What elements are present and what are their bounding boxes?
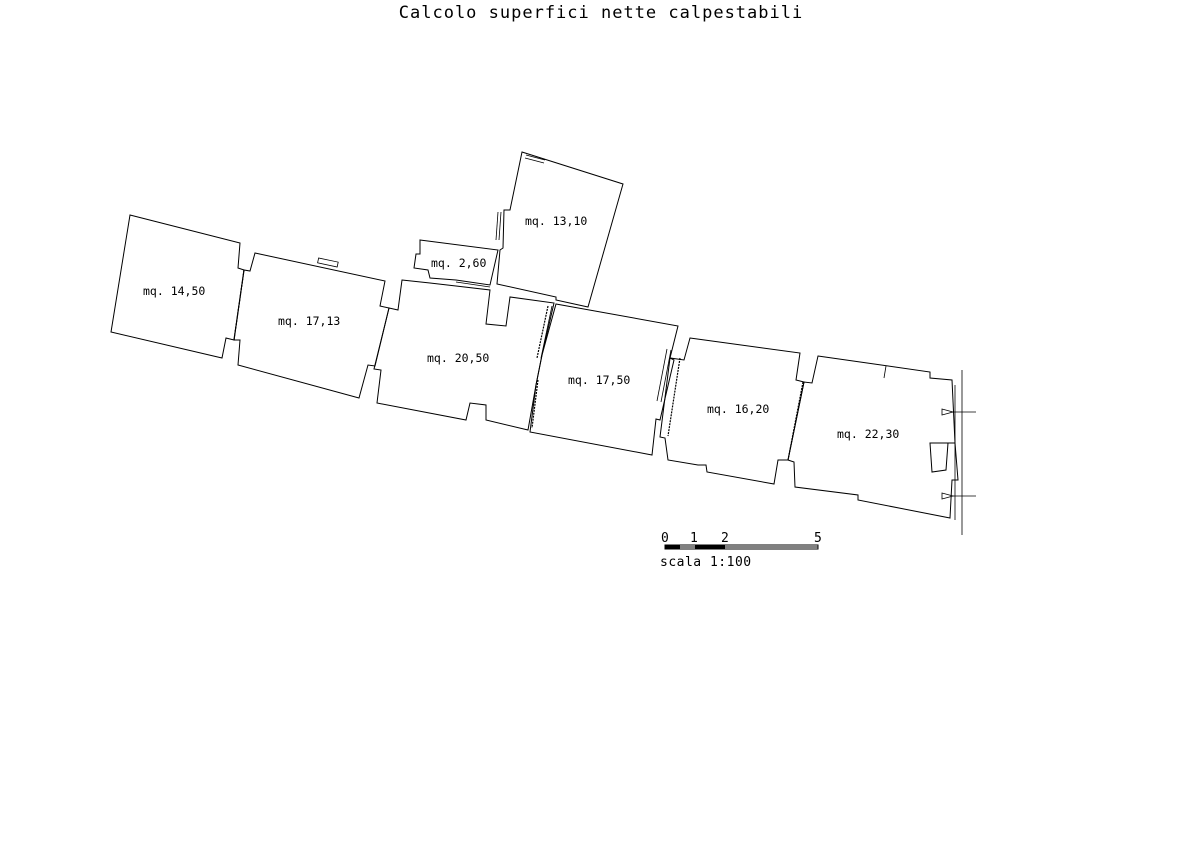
scale-tick-1: 1 <box>690 531 698 546</box>
room-6-window-right-inner <box>656 348 668 402</box>
room-8-area-label: mq. 22,30 <box>837 427 899 441</box>
room-3-outline <box>413 239 499 286</box>
scale-label: scala 1:100 <box>660 555 752 570</box>
room-8 <box>787 355 963 535</box>
scale-tick-5: 5 <box>814 531 822 546</box>
room-5 <box>373 279 555 431</box>
room-7-outline <box>659 337 805 485</box>
room-5-window-top <box>455 281 491 288</box>
room-7-door-left <box>667 357 681 437</box>
scale-tick-0: 0 <box>661 531 669 546</box>
room-4-window-top <box>525 154 546 161</box>
room-5-area-label: mq. 20,50 <box>427 351 489 365</box>
room-6-area-label: mq. 17,50 <box>568 373 630 387</box>
room-4 <box>495 151 624 308</box>
room-2 <box>233 252 390 399</box>
room-2-outline <box>233 252 390 399</box>
room-5-outline <box>373 279 555 431</box>
plan-title: Calcolo superfici nette calpestabili <box>399 3 803 23</box>
room-5-door-jamb <box>540 305 553 359</box>
room-3-area-label: mq. 2,60 <box>431 256 486 270</box>
room-4-window-top-inner <box>524 157 545 164</box>
room-6-door <box>531 379 539 429</box>
room-2-area-label: mq. 17,13 <box>278 314 340 328</box>
room-6-window-right <box>660 349 672 403</box>
entrance-arrow-top <box>941 408 976 416</box>
room-4-window-left <box>495 211 499 241</box>
scale-bar-seg-1 <box>695 545 725 549</box>
scale-bar: 0 1 2 5 scala 1:100 <box>660 531 822 570</box>
room-6 <box>529 303 679 456</box>
room-8-partition <box>883 365 887 379</box>
room-3 <box>413 239 499 286</box>
room-4-area-label: mq. 13,10 <box>525 214 587 228</box>
room-6-outline <box>529 303 679 456</box>
scale-tick-2: 2 <box>721 531 729 546</box>
room-8-outline <box>787 355 959 519</box>
room-4-window-left-inner <box>498 211 502 241</box>
room-2-window <box>317 257 339 268</box>
scale-bar-seg-0 <box>665 545 680 549</box>
room-7-area-label: mq. 16,20 <box>707 402 769 416</box>
room-1-area-label: mq. 14,50 <box>143 284 205 298</box>
room-4-outline <box>496 151 624 308</box>
entrance-arrow-bottom <box>941 492 976 500</box>
